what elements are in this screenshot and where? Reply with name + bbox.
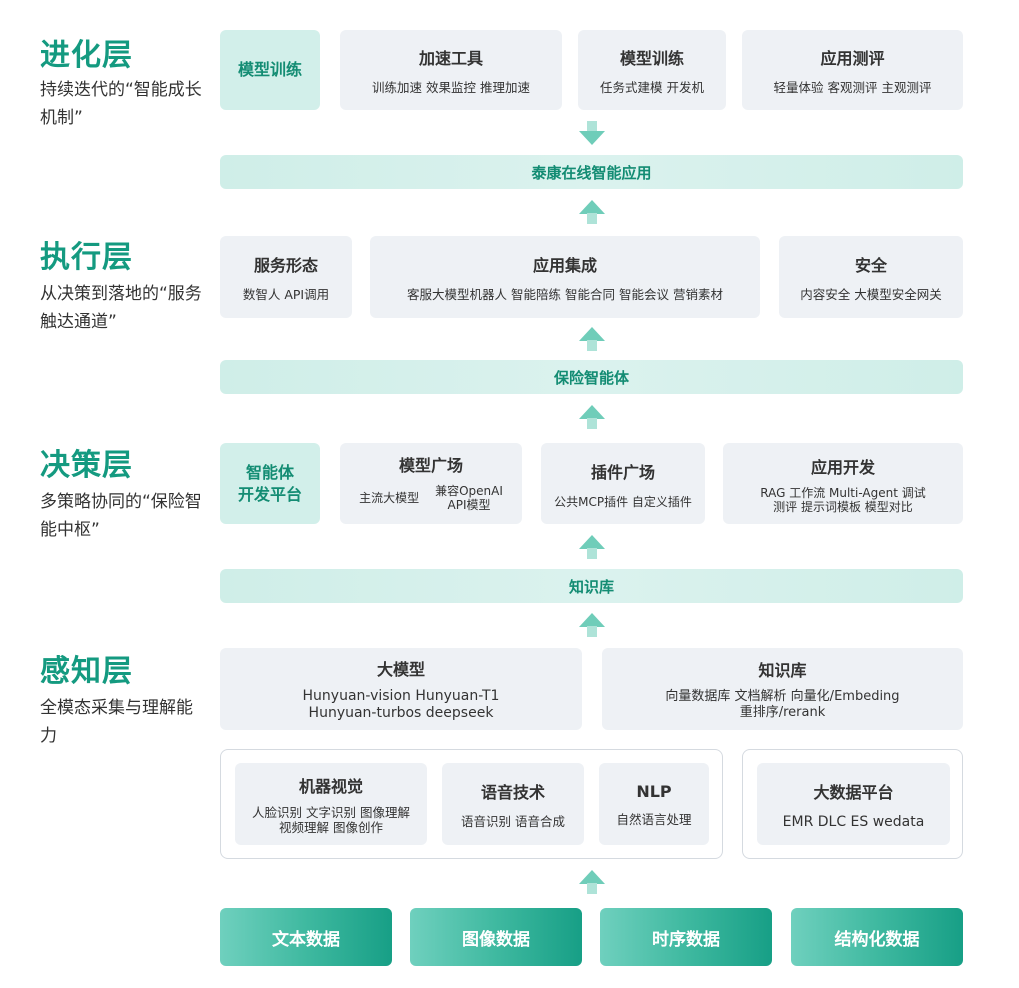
layer-title-evolution: 进化层 (40, 38, 133, 73)
band-knowledge-base: 知识库 (220, 569, 963, 603)
app-evaluation-card[interactable]: 应用测评 轻量体验 客观测评 主观测评 (742, 30, 963, 110)
layer-title-execution: 执行层 (40, 240, 133, 275)
vision-line-1: 人脸识别 文字识别 图像理解 (252, 805, 410, 820)
layer-desc-evolution: 持续迭代的“智能成长机制” (40, 80, 202, 128)
agent-dev-platform-card[interactable]: 智能体 开发平台 (220, 443, 320, 524)
app-dev-line-2: 测评 提示词模板 模型对比 (773, 499, 913, 514)
plugin-square-card[interactable]: 插件广场 公共MCP插件 自定义插件 (541, 443, 705, 524)
arrow-up-icon (579, 613, 605, 637)
data-source-text[interactable]: 文本数据 (220, 908, 392, 966)
card-title: 加速工具 (418, 49, 483, 68)
card-title: 大模型 (376, 660, 425, 679)
llm-line-2: Hunyuan-turbos deepseek (308, 705, 494, 721)
openai-line-2: API模型 (447, 497, 491, 512)
arrow-up-icon (579, 200, 605, 224)
card-title: 应用测评 (820, 49, 885, 68)
card-subtitle: 内容安全 大模型安全网关 (800, 287, 942, 302)
acceleration-tools-card[interactable]: 加速工具 训练加速 效果监控 推理加速 (340, 30, 562, 110)
service-form-card[interactable]: 服务形态 数智人 API调用 (220, 236, 352, 318)
card-title: 语音技术 (480, 783, 545, 802)
arrow-up-icon (579, 535, 605, 559)
band-insurance-agent: 保险智能体 (220, 360, 963, 394)
card-subtitle: 训练加速 效果监控 推理加速 (372, 80, 530, 95)
machine-vision-card[interactable]: 机器视觉 人脸识别 文字识别 图像理解 视频理解 图像创作 (235, 763, 427, 845)
data-source-structured[interactable]: 结构化数据 (791, 908, 963, 966)
card-subtitle: 数智人 API调用 (242, 287, 330, 302)
card-title: 服务形态 (253, 256, 318, 275)
app-development-card[interactable]: 应用开发 RAG 工作流 Multi-Agent 调试 测评 提示词模板 模型对… (723, 443, 963, 524)
card-subtitle: 语音识别 语音合成 (461, 814, 565, 829)
layer-desc-decision: 多策略协同的“保险智能中枢” (40, 492, 202, 540)
accent-line-2: 开发平台 (237, 484, 302, 504)
vision-line-2: 视频理解 图像创作 (279, 820, 383, 835)
card-title: 应用开发 (810, 457, 875, 477)
model-square-item-openai: 兼容OpenAI API模型 (435, 484, 503, 512)
arrow-down-icon (579, 121, 605, 145)
model-square-item-mainstream: 主流大模型 (359, 491, 420, 505)
card-title: 安全 (854, 256, 887, 275)
card-title: 机器视觉 (298, 777, 363, 796)
card-title: 插件广场 (590, 462, 655, 482)
card-title: 模型广场 (398, 455, 463, 475)
card-subtitle: 客服大模型机器人 智能陪练 智能合同 智能会议 营销素材 (407, 287, 723, 302)
llm-line-1: Hunyuan-vision Hunyuan-T1 (302, 688, 500, 704)
kb-line-1: 向量数据库 文档解析 向量化/Embeding (665, 689, 900, 704)
arrow-up-icon (579, 870, 605, 894)
data-source-image[interactable]: 图像数据 (410, 908, 582, 966)
card-subtitle: 公共MCP插件 自定义插件 (554, 494, 692, 509)
speech-tech-card[interactable]: 语音技术 语音识别 语音合成 (442, 763, 584, 845)
openai-line-1: 兼容OpenAI (435, 483, 503, 498)
app-integration-card[interactable]: 应用集成 客服大模型机器人 智能陪练 智能合同 智能会议 营销素材 (370, 236, 760, 318)
nlp-card[interactable]: NLP 自然语言处理 (599, 763, 709, 845)
arrow-up-icon (579, 327, 605, 351)
model-training-accent-card[interactable]: 模型训练 (220, 30, 320, 110)
layer-title-perception: 感知层 (40, 654, 133, 689)
layer-title-decision: 决策层 (40, 448, 133, 483)
card-title: NLP (636, 781, 672, 801)
data-source-timeseries[interactable]: 时序数据 (600, 908, 772, 966)
card-title: 大数据平台 (813, 783, 894, 802)
large-model-card[interactable]: 大模型 Hunyuan-vision Hunyuan-T1 Hunyuan-tu… (220, 648, 582, 730)
model-training-accent-label: 模型训练 (237, 60, 302, 79)
app-dev-line-1: RAG 工作流 Multi-Agent 调试 (760, 485, 926, 500)
card-subtitle: 轻量体验 客观测评 主观测评 (773, 80, 932, 95)
arrow-up-icon (579, 405, 605, 429)
layer-desc-execution: 从决策到落地的“服务触达通道” (40, 284, 202, 332)
bigdata-platform-card[interactable]: 大数据平台 EMR DLC ES wedata (757, 763, 950, 845)
model-square-items: 主流大模型 兼容OpenAI API模型 (359, 484, 503, 512)
security-card[interactable]: 安全 内容安全 大模型安全网关 (779, 236, 963, 318)
layer-desc-perception: 全模态采集与理解能力 (40, 698, 193, 746)
card-title: 模型训练 (619, 49, 684, 68)
card-subtitle: EMR DLC ES wedata (782, 814, 925, 830)
card-title: 应用集成 (532, 256, 597, 275)
card-subtitle: 自然语言处理 (616, 811, 692, 827)
model-square-card[interactable]: 模型广场 主流大模型 兼容OpenAI API模型 (340, 443, 522, 524)
knowledge-base-card[interactable]: 知识库 向量数据库 文档解析 向量化/Embeding 重排序/rerank (602, 648, 963, 730)
band-intelligent-app: 泰康在线智能应用 (220, 155, 963, 189)
kb-line-2: 重排序/rerank (739, 705, 826, 720)
card-title: 知识库 (758, 661, 807, 680)
model-training-card[interactable]: 模型训练 任务式建模 开发机 (578, 30, 726, 110)
accent-line-1: 智能体 (245, 462, 294, 482)
card-subtitle: 任务式建模 开发机 (600, 80, 704, 95)
